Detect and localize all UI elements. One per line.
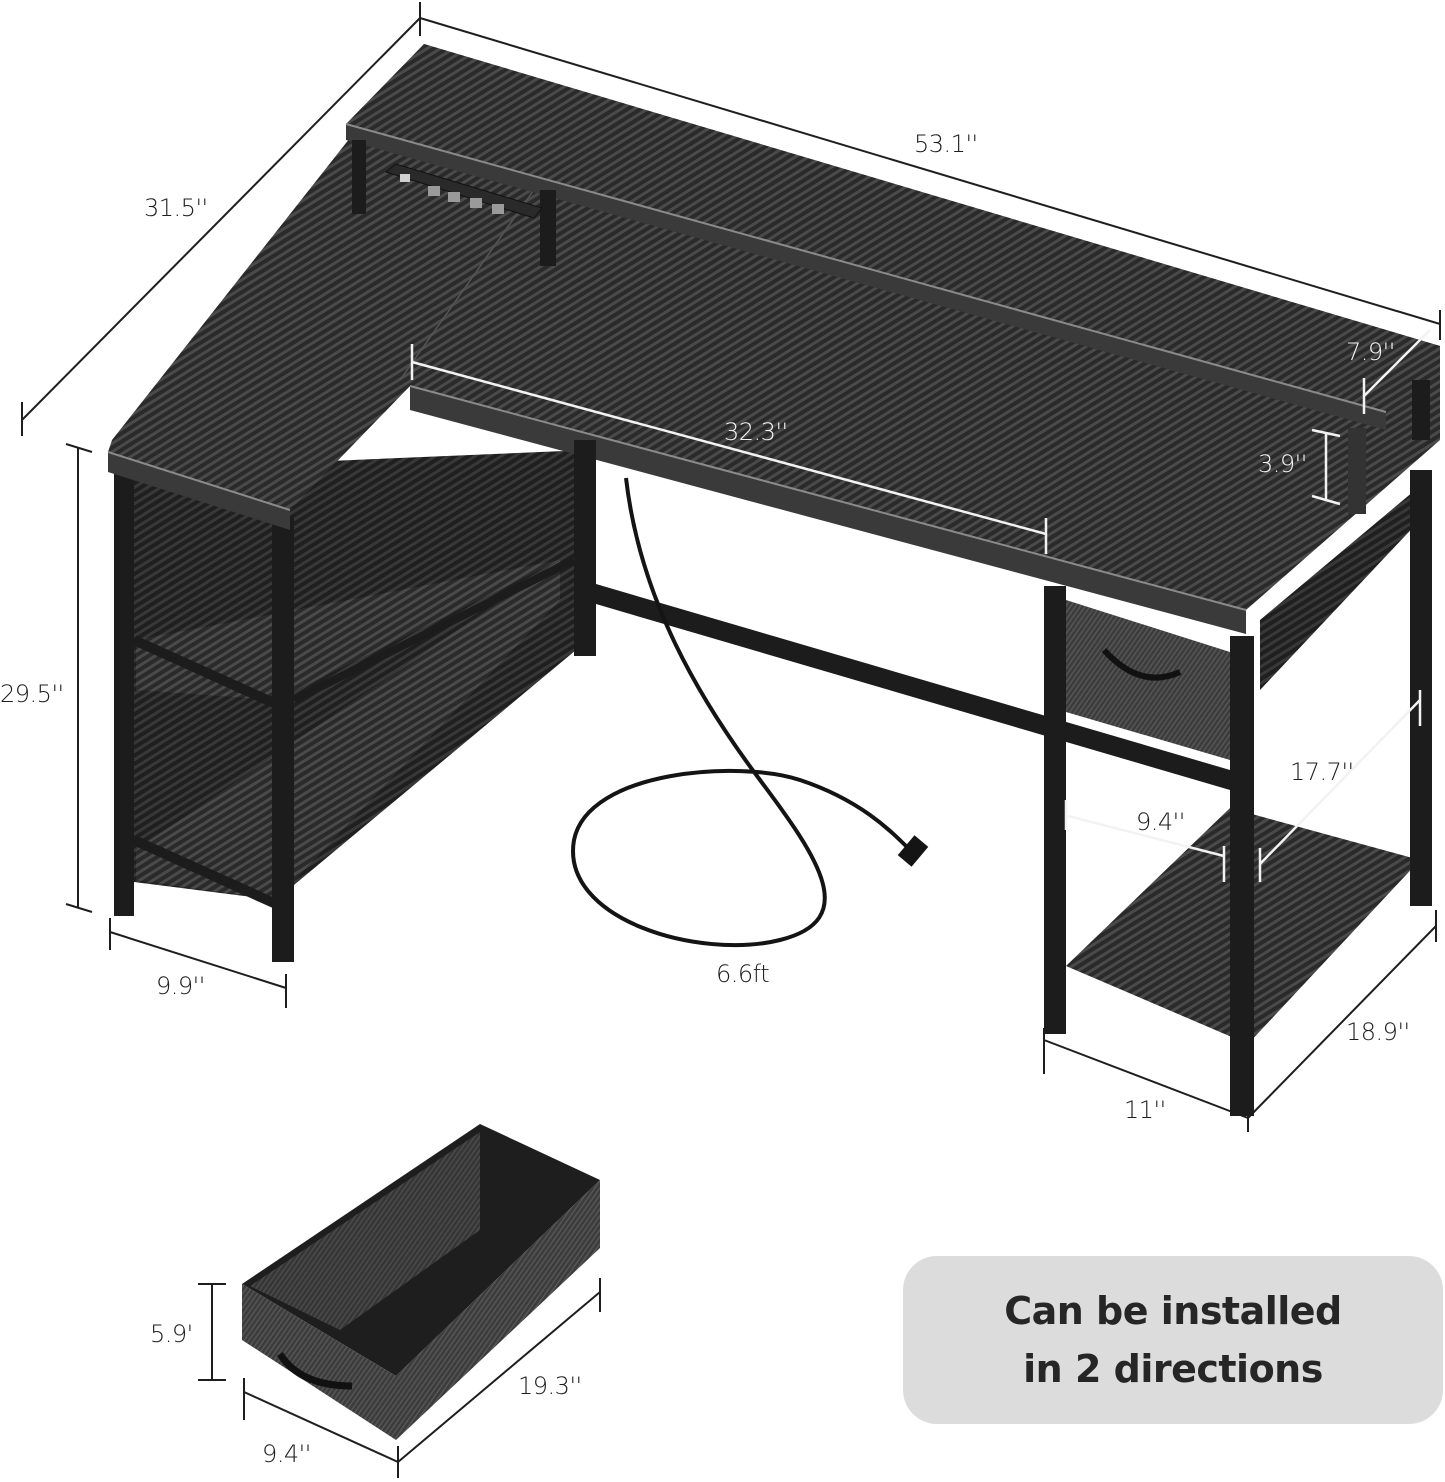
badge-line-1: Can be installed (1004, 1289, 1342, 1333)
dim-lower-shelf-width: 9.4'' (1136, 808, 1185, 836)
plug-icon (897, 835, 929, 867)
badge-line-2: in 2 directions (1023, 1347, 1323, 1391)
dim-drawer-height: 5.9' (150, 1320, 193, 1348)
dim-drawer-length: 19.3'' (518, 1372, 582, 1400)
dim-side-shelf-depth: 9.9'' (156, 972, 205, 1000)
dim-inner-span: 32.3'' (724, 418, 788, 446)
dim-total-depth: 31.5'' (144, 194, 208, 222)
left-return-unit (114, 450, 596, 962)
dim-lower-shelf-height: 17.7'' (1290, 758, 1354, 786)
dim-shelf-depth: 7.9'' (1346, 338, 1395, 366)
monitor-riser (345, 44, 1440, 514)
power-cord (571, 477, 912, 948)
desk-top (107, 44, 1440, 634)
dim-height: 29.5'' (0, 680, 64, 708)
inner-dimension-lines (410, 329, 1431, 882)
dim-shelf-height: 3.9'' (1258, 450, 1307, 478)
dimension-lines (21, 2, 1441, 1478)
dim-drawer-width: 9.4'' (262, 1440, 311, 1468)
drawer-illustration (242, 1124, 600, 1440)
right-cabinet (574, 440, 1432, 1116)
dim-cabinet-width: 11'' (1124, 1096, 1166, 1124)
drawer-handle (1101, 647, 1182, 681)
dim-cabinet-depth: 18.9'' (1346, 1018, 1410, 1046)
installation-badge: Can be installed in 2 directions (903, 1256, 1443, 1424)
dim-cord-length: 6.6ft (716, 960, 770, 988)
dim-total-width: 53.1'' (914, 130, 978, 158)
